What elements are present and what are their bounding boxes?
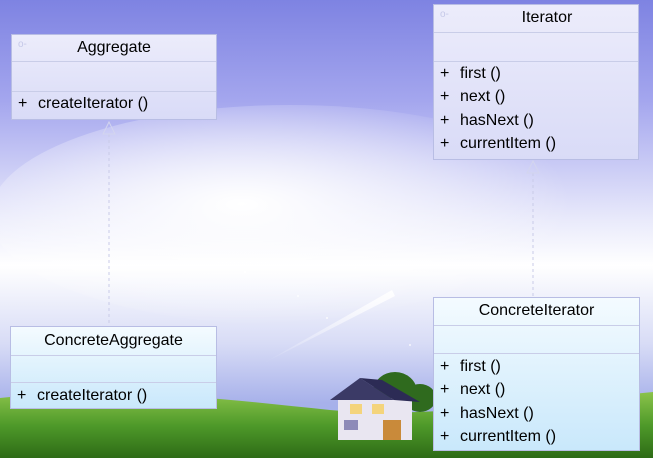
house-icon	[330, 378, 420, 440]
operations-list: +first () +next () +hasNext () +currentI…	[440, 355, 635, 448]
class-aggregate[interactable]: o- Aggregate +createIterator ()	[11, 34, 217, 120]
operation-separator	[434, 61, 638, 62]
operation-separator	[11, 382, 216, 383]
operation: +currentItem ()	[440, 427, 557, 445]
class-name: Aggregate	[77, 39, 151, 56]
class-name: Iterator	[521, 9, 573, 26]
attribute-separator	[11, 355, 216, 356]
key-icon: o-	[18, 39, 27, 50]
operations-list: +createIterator ()	[17, 384, 212, 407]
operation: +currentItem ()	[440, 134, 557, 152]
generalization-connectors	[108, 134, 534, 327]
stars	[243, 260, 411, 346]
operation-separator	[434, 353, 639, 354]
operation: +hasNext ()	[440, 404, 534, 422]
class-iterator[interactable]: o- Iterator +first () +next () +hasNext …	[433, 4, 639, 160]
key-icon: o-	[440, 9, 449, 20]
operations-list: +createIterator ()	[18, 92, 212, 115]
generalization-arrowhead	[526, 159, 540, 174]
operation: +next ()	[440, 88, 506, 106]
operation: +createIterator ()	[18, 95, 149, 112]
shooting-star	[262, 290, 395, 364]
operation: +first ()	[440, 358, 501, 375]
operation: +hasNext ()	[440, 111, 534, 129]
attribute-separator	[434, 325, 639, 326]
operations-list: +first () +next () +hasNext () +currentI…	[440, 62, 634, 155]
class-name: ConcreteAggregate	[44, 332, 183, 349]
class-name: ConcreteIterator	[478, 302, 595, 319]
operation: +next ()	[440, 381, 506, 399]
class-concrete-aggregate[interactable]: ConcreteAggregate +createIterator ()	[10, 326, 217, 409]
attribute-separator	[12, 61, 216, 62]
operation-separator	[12, 91, 216, 92]
generalization-arrowhead	[102, 120, 116, 135]
operation: +createIterator ()	[17, 387, 148, 404]
attribute-separator	[434, 32, 638, 33]
operation: +first ()	[440, 65, 501, 82]
sky-glow	[0, 105, 590, 325]
class-concrete-iterator[interactable]: ConcreteIterator +first () +next () +has…	[433, 297, 640, 451]
